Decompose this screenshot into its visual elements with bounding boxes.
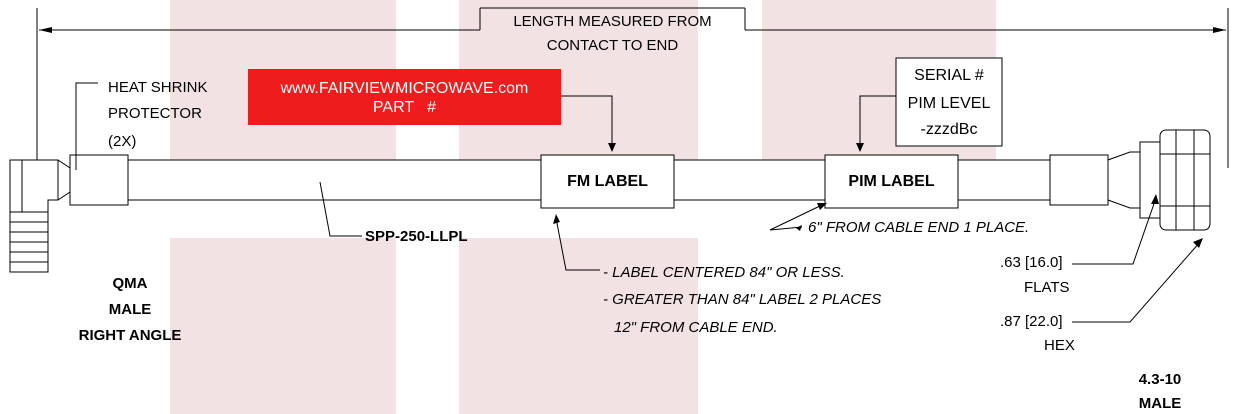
connector-4310 [1107, 129, 1211, 231]
length-line1: LENGTH MEASURED FROM [513, 13, 712, 30]
heat-shrink-line1: HEAT SHRINK [108, 79, 208, 96]
website-text: www.FAIRVIEWMICROWAVE.com [280, 80, 529, 97]
pim-note-leader-b [769, 226, 803, 231]
right-connector-line2: MALE [1138, 395, 1182, 412]
flats-label: FLATS [1024, 279, 1070, 296]
arrow-icon [796, 225, 802, 231]
heat-shrink-right [1049, 154, 1109, 206]
hex-label: HEX [1044, 337, 1075, 354]
part-number-label: www.FAIRVIEWMICROWAVE.com PART # [248, 69, 561, 125]
qma-connector [9, 159, 71, 273]
left-connector-line2: MALE [108, 301, 152, 318]
pim-label-text: PIM LABEL [848, 173, 935, 190]
cable-part-number: SPP-250-LLPL [365, 228, 468, 245]
arrow-right-icon [1213, 27, 1226, 33]
spp-leader [319, 181, 362, 237]
heat-shrink-left [69, 154, 129, 206]
fm-note-line3: 12" FROM CABLE END. [614, 319, 778, 336]
hex-leader [1072, 241, 1201, 323]
heat-shrink-line3: (2X) [108, 133, 137, 150]
fm-label-text: FM LABEL [567, 173, 648, 190]
flats-leader [1072, 197, 1157, 265]
length-line2: CONTACT TO END [546, 37, 679, 54]
serial-line1: SERIAL # [914, 67, 984, 84]
fm-note-line2: - GREATER THAN 84" LABEL 2 PLACES [603, 291, 882, 308]
arrow-up-icon [1151, 194, 1159, 204]
arrow-down-icon [856, 143, 864, 152]
serial-box [895, 57, 1003, 147]
left-connector-line3: RIGHT ANGLE [78, 327, 182, 344]
fm-note-line1: - LABEL CENTERED 84" OR LESS. [603, 264, 845, 281]
watermark-block [170, 238, 396, 414]
part-text: PART # [372, 99, 437, 116]
fm-note-leader [555, 217, 600, 271]
arrow-icon [817, 203, 827, 210]
pim-label-box [824, 154, 959, 209]
flats-dimension: .63 [16.0] [1000, 254, 1063, 271]
fm-label-box [540, 154, 675, 209]
pim-placement-note: 6" FROM CABLE END 1 PLACE. [808, 219, 1030, 236]
hex-dimension: .87 [22.0] [1000, 313, 1063, 330]
serial-leader [859, 95, 896, 145]
arrow-up-icon [553, 214, 560, 224]
left-connector-line1: QMA [112, 275, 148, 292]
serial-line3: -zzzdBc [920, 121, 978, 138]
right-connector-line1: 4.3-10 [1138, 371, 1182, 388]
fm-leader [561, 95, 613, 145]
arrow-down-icon [608, 143, 616, 152]
arrow-left-icon [39, 27, 52, 33]
serial-line2: PIM LEVEL [907, 95, 991, 112]
heat-shrink-line2: PROTECTOR [108, 105, 202, 122]
arrow-up-icon [1193, 238, 1203, 248]
watermark-block [459, 238, 698, 414]
pim-note-leader-a [769, 204, 823, 231]
heat-shrink-leader [75, 82, 98, 170]
